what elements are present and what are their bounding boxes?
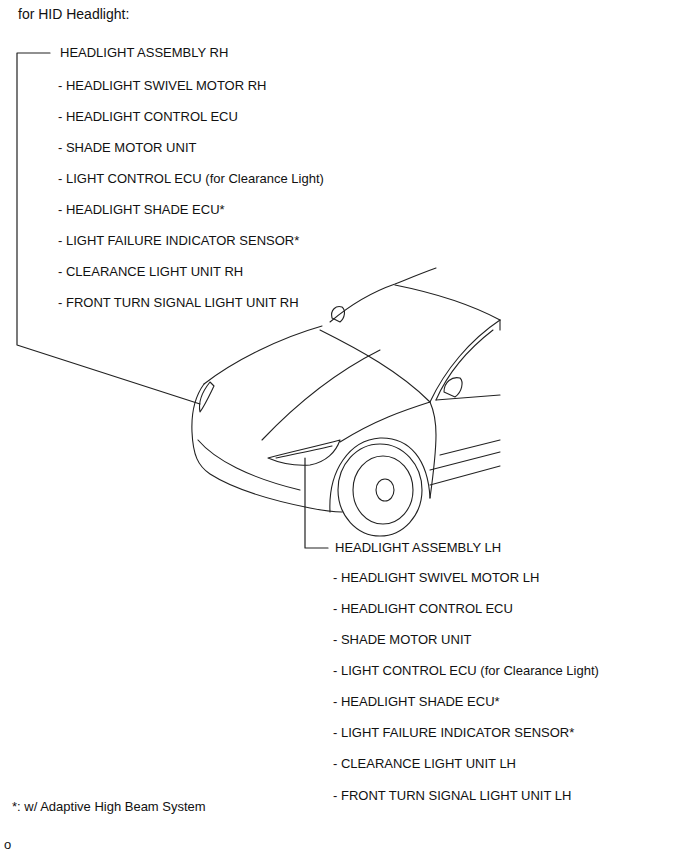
wheel-arch bbox=[330, 438, 430, 512]
car-bumper bbox=[198, 440, 300, 490]
car-windshield bbox=[395, 285, 500, 320]
part-name: - CLEARANCE LIGHT UNIT RH bbox=[58, 264, 243, 280]
part-name: - HEADLIGHT CONTROL ECU bbox=[58, 109, 238, 125]
car-mirror bbox=[444, 378, 462, 397]
car-sill bbox=[430, 466, 500, 485]
car-door bbox=[436, 395, 500, 400]
car-fender-line bbox=[340, 402, 430, 442]
part-name: - LIGHT CONTROL ECU (for Clearance Light… bbox=[333, 663, 599, 679]
part-name: - FRONT TURN SIGNAL LIGHT UNIT LH bbox=[333, 788, 571, 804]
headlight-lh bbox=[268, 440, 340, 465]
part-name: - HEADLIGHT SHADE ECU* bbox=[333, 694, 500, 710]
leader-line bbox=[17, 53, 200, 404]
wheel-hub bbox=[376, 479, 394, 501]
leader-line bbox=[305, 458, 328, 548]
part-name: - HEADLIGHT SWIVEL MOTOR LH bbox=[333, 570, 539, 586]
part-name: - SHADE MOTOR UNIT bbox=[58, 140, 196, 156]
part-name: - FRONT TURN SIGNAL LIGHT UNIT RH bbox=[58, 295, 299, 311]
part-name: - HEADLIGHT SHADE ECU* bbox=[58, 202, 225, 218]
part-name: - HEADLIGHT CONTROL ECU bbox=[333, 601, 513, 617]
car-a-pillar-inner bbox=[436, 330, 493, 400]
part-name: - SHADE MOTOR UNIT bbox=[333, 632, 471, 648]
part-name: - HEADLIGHT SWIVEL MOTOR RH bbox=[58, 78, 267, 94]
car-mirror bbox=[332, 307, 345, 322]
part-name: - LIGHT FAILURE INDICATOR SENSOR* bbox=[58, 233, 299, 249]
assembly-name: HEADLIGHT ASSEMBLY LH bbox=[335, 540, 501, 556]
page-mark: o bbox=[4, 837, 11, 853]
assembly-name: HEADLIGHT ASSEMBLY RH bbox=[60, 45, 228, 61]
car-roof bbox=[330, 268, 436, 322]
car-hood-ridge bbox=[262, 350, 380, 440]
wheel bbox=[338, 444, 422, 536]
footnote: *: w/ Adaptive High Beam System bbox=[12, 799, 206, 815]
part-name: - LIGHT CONTROL ECU (for Clearance Light… bbox=[58, 171, 324, 187]
part-name: - LIGHT FAILURE INDICATOR SENSOR* bbox=[333, 725, 574, 741]
headlight-lh-inner bbox=[276, 446, 332, 458]
car-door-line bbox=[440, 440, 500, 455]
car-a-pillar bbox=[430, 320, 500, 402]
car-hood-edge bbox=[204, 326, 322, 384]
headlight-rh bbox=[199, 382, 214, 412]
wheel-rim bbox=[353, 456, 413, 524]
car-cowl bbox=[320, 330, 430, 402]
part-name: - CLEARANCE LIGHT UNIT LH bbox=[333, 756, 516, 772]
car-roof-edge bbox=[499, 320, 500, 330]
diagram-title: for HID Headlight: bbox=[18, 6, 129, 22]
car-front bbox=[192, 384, 342, 512]
